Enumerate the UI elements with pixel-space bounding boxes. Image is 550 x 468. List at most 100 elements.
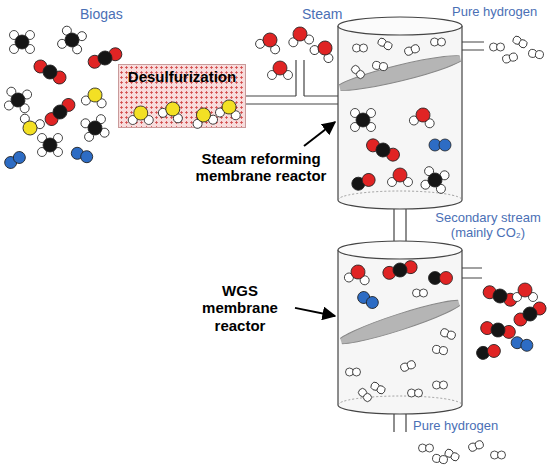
h2s-molecule xyxy=(215,98,243,121)
atom xyxy=(440,381,448,389)
atom xyxy=(11,149,27,165)
co2-molecule xyxy=(511,299,548,329)
co2-molecule xyxy=(480,320,517,340)
ch4-molecule xyxy=(420,166,450,195)
h2o-molecule xyxy=(388,168,413,187)
h2o-molecule xyxy=(268,61,293,80)
atom xyxy=(360,44,368,52)
membrane xyxy=(335,294,466,350)
atom xyxy=(50,102,70,122)
h2s-molecule xyxy=(128,106,153,125)
ch4-molecule xyxy=(38,134,63,157)
h2o-molecule xyxy=(286,25,314,48)
h2s-molecule xyxy=(190,105,219,129)
membrane xyxy=(334,50,466,97)
atom xyxy=(15,35,29,49)
n2-molecule xyxy=(70,146,95,165)
co-molecule xyxy=(476,343,502,360)
atom xyxy=(221,99,237,115)
atom xyxy=(360,172,377,189)
co2-molecule xyxy=(42,95,78,128)
ch4-molecule xyxy=(10,31,35,54)
h2-molecule xyxy=(512,35,529,49)
stream-label: Steam xyxy=(302,6,342,22)
atom xyxy=(440,272,453,285)
h2-molecule xyxy=(431,38,446,46)
h2s-molecule xyxy=(157,98,187,124)
atom xyxy=(195,106,212,123)
atom xyxy=(439,346,448,355)
h2-molecule xyxy=(357,387,373,403)
h2-molecule xyxy=(377,37,394,51)
co-molecule xyxy=(429,272,453,285)
h2o-molecule xyxy=(308,36,339,65)
atom xyxy=(535,50,544,59)
h2-molecule xyxy=(400,360,417,373)
atom xyxy=(520,304,539,323)
atom xyxy=(439,455,448,464)
ch4-molecule xyxy=(4,87,33,114)
atom xyxy=(292,26,308,42)
atom xyxy=(376,384,387,395)
n2-molecule xyxy=(510,335,534,352)
desulfurization-unit: Desulfurization xyxy=(118,64,246,128)
atom xyxy=(518,38,529,49)
atom xyxy=(379,62,388,71)
atom xyxy=(315,38,334,57)
n2-molecule xyxy=(355,289,380,310)
h2-molecule xyxy=(350,64,366,80)
atom xyxy=(415,107,431,123)
atom xyxy=(406,360,416,370)
h2s-molecule xyxy=(81,86,109,109)
atom xyxy=(79,149,94,164)
atom xyxy=(350,264,366,280)
co2-molecule xyxy=(31,57,68,87)
h2-molecule xyxy=(419,444,434,452)
atom xyxy=(43,138,57,152)
h2-molecule xyxy=(408,389,423,397)
atom xyxy=(261,31,279,49)
atom xyxy=(426,444,434,452)
atom xyxy=(273,61,287,75)
atom xyxy=(353,368,361,376)
h2-molecule xyxy=(346,368,361,376)
atom xyxy=(497,43,505,51)
atom xyxy=(420,289,428,297)
h2-molecule xyxy=(502,52,519,64)
h2o-molecule xyxy=(344,263,372,286)
atom xyxy=(164,100,182,118)
atom xyxy=(519,338,534,353)
stream-label: Secondary stream (mainly CO₂) xyxy=(430,211,546,241)
co2-molecule xyxy=(364,136,402,163)
atom xyxy=(518,283,532,297)
atom xyxy=(21,119,39,137)
atom xyxy=(96,49,114,67)
h2-molecule xyxy=(372,61,388,71)
leader-arrow xyxy=(295,308,335,316)
h2-molecule xyxy=(491,451,506,459)
atom xyxy=(134,106,148,120)
h2-molecule xyxy=(404,44,421,57)
unit-label: Desulfurization xyxy=(119,65,245,85)
h2-molecule xyxy=(432,454,448,464)
atom xyxy=(410,44,420,54)
leader-arrow xyxy=(304,122,335,146)
atom xyxy=(87,87,103,103)
atom xyxy=(508,52,518,62)
atom xyxy=(498,451,506,459)
steam-reforming-reactor xyxy=(334,17,466,209)
reactor-label: Steam reforming membrane reactor xyxy=(190,150,332,185)
atom xyxy=(393,168,407,182)
atom xyxy=(63,31,81,49)
co2-molecule xyxy=(381,259,418,282)
wgs-reactor xyxy=(335,241,466,414)
atom xyxy=(446,330,456,340)
atom xyxy=(491,287,509,305)
molecules xyxy=(2,25,548,464)
co-molecule xyxy=(350,172,377,192)
atom xyxy=(415,389,423,397)
ch4-molecule xyxy=(56,25,87,55)
stream-label: Biogas xyxy=(80,6,123,22)
atom xyxy=(10,92,26,108)
